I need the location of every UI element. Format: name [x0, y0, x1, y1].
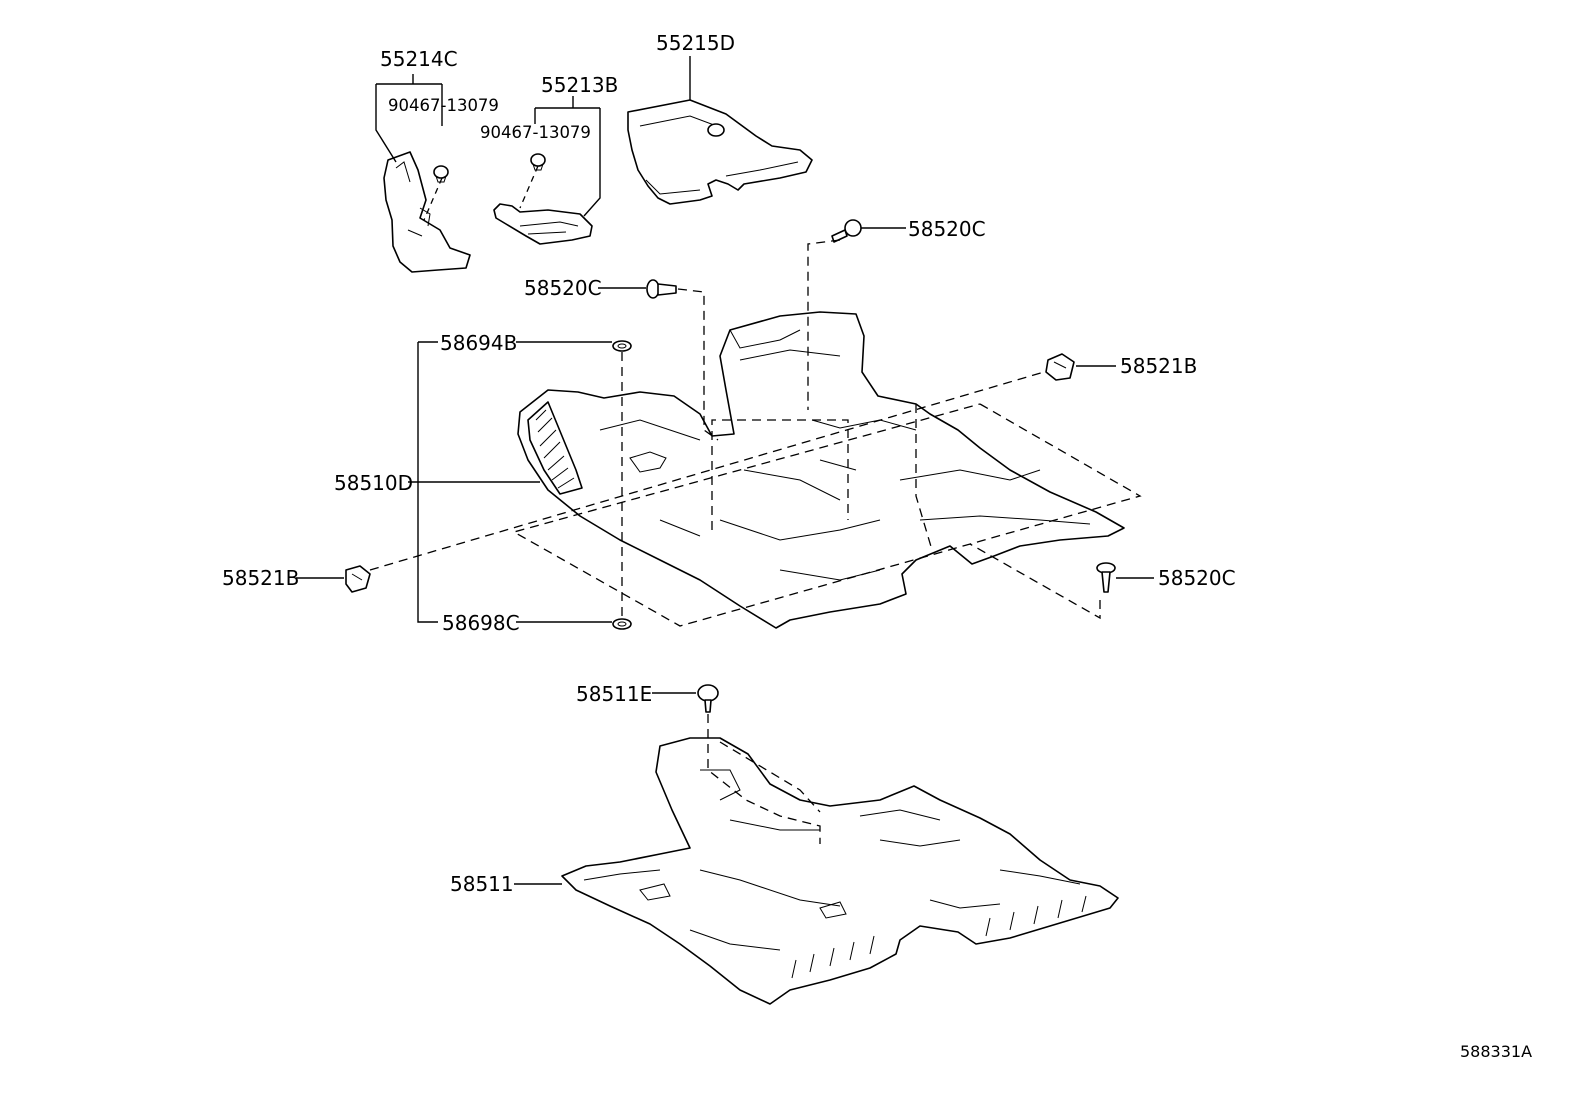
- label-58510d[interactable]: 58510D: [334, 471, 413, 495]
- label-58698c[interactable]: 58698C: [442, 611, 520, 635]
- label-58511[interactable]: 58511: [450, 872, 514, 896]
- label-58694b[interactable]: 58694B: [440, 331, 517, 355]
- label-55213b[interactable]: 55213B: [541, 73, 618, 97]
- label-58521b-left[interactable]: 58521B: [222, 566, 299, 590]
- label-58521b-right[interactable]: 58521B: [1120, 354, 1197, 378]
- label-58520c-mid[interactable]: 58520C: [524, 276, 602, 300]
- part-55214c-cover[interactable]: [383, 151, 471, 273]
- grommet-58698c[interactable]: [612, 618, 632, 630]
- part-labels: 55214C 90467-13079 55213B 90467-13079 55…: [222, 31, 1532, 1061]
- part-58510d-floor-carpet[interactable]: [517, 311, 1125, 629]
- label-58511e[interactable]: 58511E: [576, 682, 652, 706]
- clip-90467-a[interactable]: [433, 165, 449, 183]
- clip-58521b-left[interactable]: [345, 565, 371, 593]
- fastener-58520c-right[interactable]: [1096, 562, 1116, 593]
- fastener-58520c-top[interactable]: [831, 219, 862, 243]
- alignment-dashes: [369, 352, 1142, 844]
- clip-58521b-right[interactable]: [1045, 353, 1075, 381]
- fastener-58520c-mid[interactable]: [646, 279, 677, 299]
- part-58511-floor-silencer[interactable]: [561, 737, 1119, 1005]
- label-58520c-top[interactable]: 58520C: [908, 217, 986, 241]
- label-90467-13079-b[interactable]: 90467-13079: [480, 123, 591, 142]
- diagram-reference-code: 588331A: [1460, 1042, 1532, 1061]
- grommet-58694b[interactable]: [612, 340, 632, 352]
- fastener-58511e[interactable]: [697, 684, 719, 713]
- label-55215d[interactable]: 55215D: [656, 31, 735, 55]
- label-55214c[interactable]: 55214C: [380, 47, 458, 71]
- part-55215d-silencer[interactable]: [627, 99, 813, 205]
- label-58520c-right[interactable]: 58520C: [1158, 566, 1236, 590]
- part-55213b-cover[interactable]: [493, 203, 593, 245]
- leader-lines: [296, 56, 1154, 885]
- label-90467-13079-a[interactable]: 90467-13079: [388, 96, 499, 115]
